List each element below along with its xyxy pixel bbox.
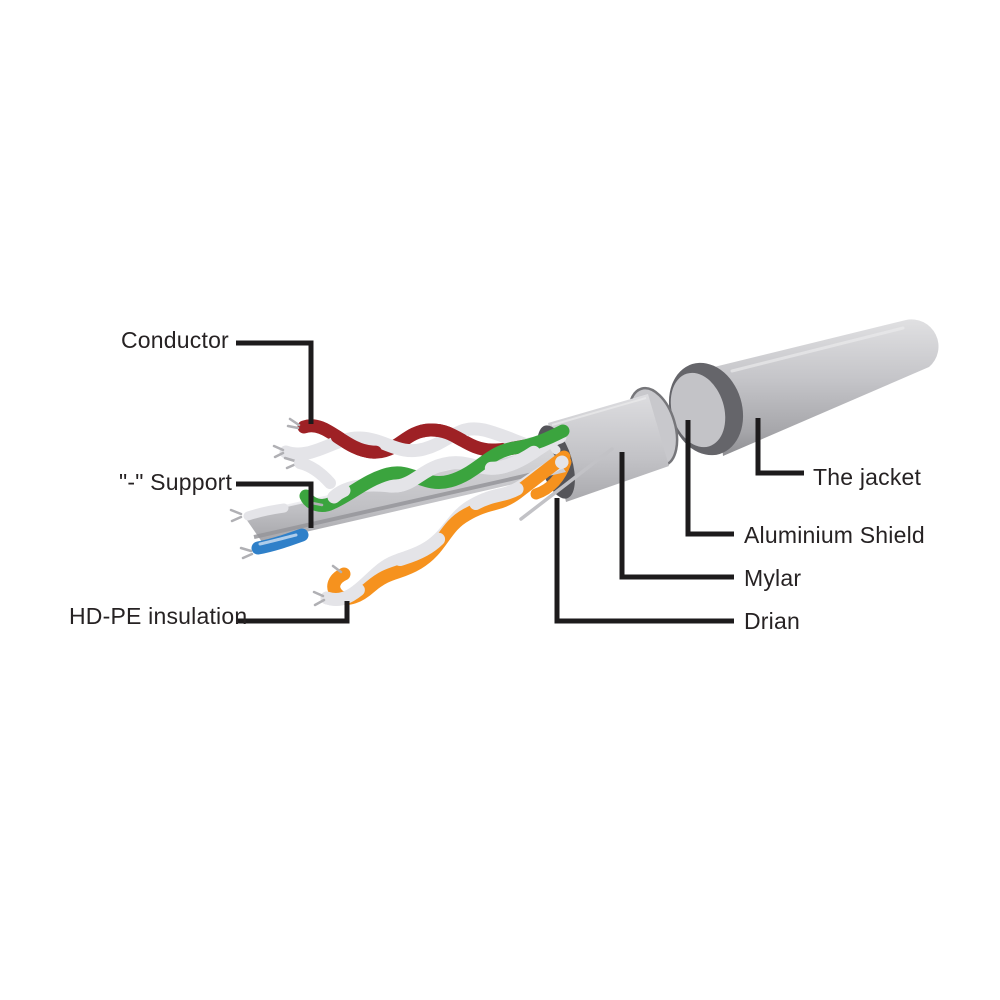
blue-wire-highlight — [258, 533, 298, 546]
jacket-highlight — [730, 326, 905, 373]
label-aluminium-shield: Aluminium Shield — [744, 522, 925, 548]
strip-wire-bare-tip — [229, 508, 243, 523]
callout-lines — [236, 340, 804, 624]
aluminium-shield-ring-face — [670, 372, 726, 448]
callout-line-hdpe — [236, 601, 350, 624]
green-pair-white-overlap — [327, 430, 567, 504]
callout-line-jacket — [755, 418, 804, 476]
label-mylar: Mylar — [744, 565, 802, 591]
callout-line-conductor — [236, 340, 314, 424]
drain-wire — [519, 447, 614, 521]
green-wire-bare-tip — [310, 501, 324, 507]
callout-line-support — [236, 481, 314, 528]
blue-support-wire — [251, 528, 309, 555]
label-support: "-" Support — [119, 469, 233, 495]
orange-wire-bare-tip — [331, 564, 343, 574]
callout-line-aluminium — [685, 420, 734, 537]
green-pair-white-tip — [294, 457, 336, 489]
callout-line-drain — [554, 498, 734, 624]
label-conductor: Conductor — [121, 327, 229, 353]
red-pair-white-bare-tip — [272, 444, 285, 459]
red-pair-white-wire — [279, 422, 547, 461]
label-jacket: The jacket — [813, 464, 922, 490]
blue-wire-bare-tip — [239, 546, 254, 560]
red-wire-bare-tip — [286, 417, 301, 430]
orange-pair — [312, 450, 571, 607]
green-pair — [283, 424, 570, 512]
support-strip-shadow-edge — [253, 466, 561, 539]
orange-pair-white-bare-tip — [312, 590, 326, 607]
mylar-tube-highlight — [551, 397, 647, 426]
strip-white-wire — [243, 503, 289, 521]
label-drain: Drian — [744, 608, 800, 634]
red-wire-overlap — [297, 419, 548, 459]
callout-line-mylar — [619, 452, 734, 580]
label-hdpe-insulation: HD-PE insulation — [69, 603, 248, 629]
jacket-shape — [714, 319, 939, 456]
